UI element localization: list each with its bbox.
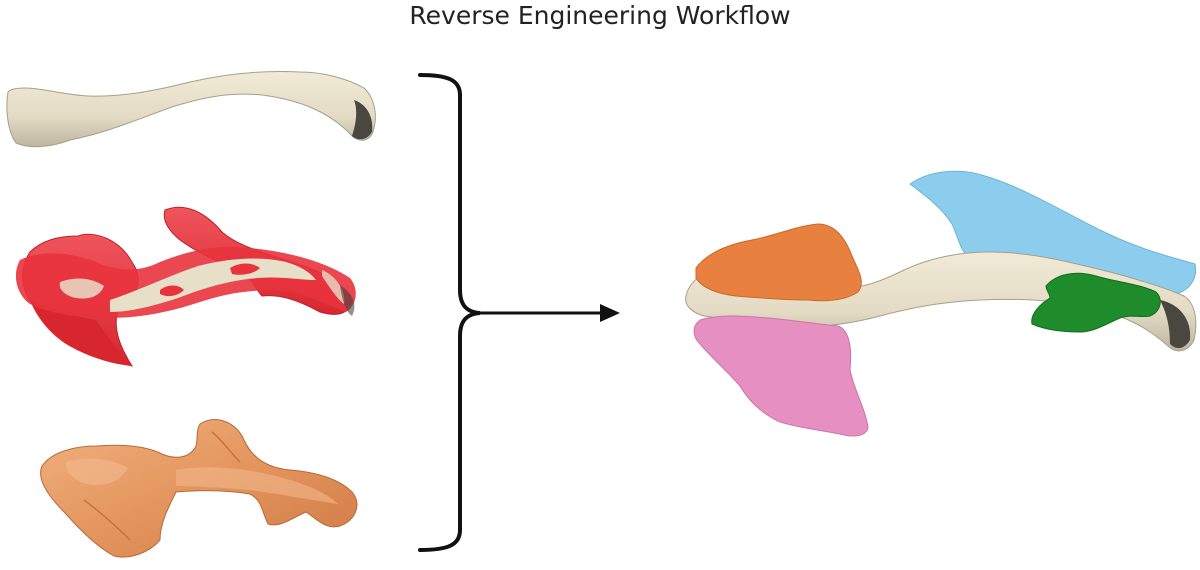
input-muscle-overlay-model [15, 206, 356, 367]
diagram-title: Reverse Engineering Workflow [409, 1, 790, 30]
input-bone-model [6, 70, 376, 148]
input-dissected-specimen [40, 419, 358, 558]
output-segmented-model [685, 170, 1197, 437]
workflow-arrow [480, 304, 620, 322]
bracket-connector [418, 73, 481, 552]
